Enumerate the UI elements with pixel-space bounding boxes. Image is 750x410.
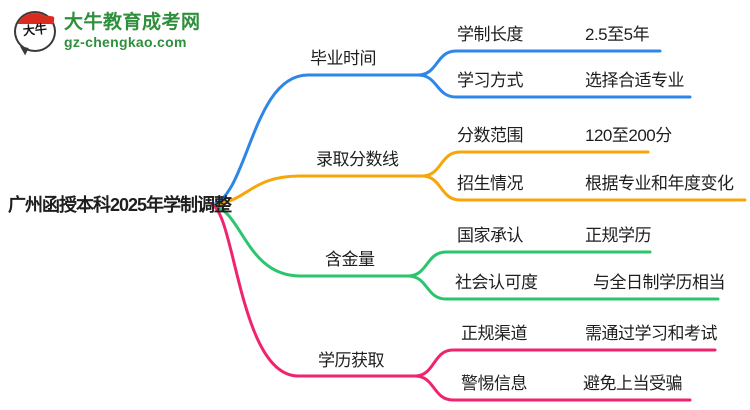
subtopic-value: 正规学历 (585, 226, 652, 245)
central-topic: 广州函授本科2025年学制调整 (8, 195, 232, 215)
subtopic-key: 警惕信息 (461, 374, 528, 393)
logo-badge-text: 大牛 (22, 21, 48, 39)
branch-lines-admission-score (210, 150, 747, 207)
subtopic-value: 与全日制学历相当 (593, 273, 726, 292)
subtopic-value: 120至200分 (585, 126, 672, 145)
subtopic-value: 根据专业和年度变化 (585, 174, 734, 193)
subtopic-value: 选择合适专业 (585, 71, 685, 90)
subtopic-value: 避免上当受骗 (583, 374, 683, 393)
branch-lines-graduation-time (210, 49, 692, 207)
subtopic-key: 学制长度 (457, 25, 524, 44)
branch-label-graduation-time: 毕业时间 (310, 49, 377, 68)
branch-label-value: 含金量 (325, 250, 375, 269)
branch-label-degree-obtain: 学历获取 (318, 351, 385, 370)
branch-label-admission-score: 录取分数线 (316, 150, 399, 169)
branch-lines-value (210, 203, 720, 301)
branch-lines-degree-obtain (210, 203, 717, 402)
subtopic-key: 社会认可度 (455, 273, 538, 292)
subtopic-key: 正规渠道 (461, 324, 528, 343)
subtopic-key: 学习方式 (457, 71, 524, 90)
subtopic-key: 国家承认 (457, 226, 524, 245)
subtopic-key: 分数范围 (457, 126, 524, 145)
subtopic-key: 招生情况 (457, 174, 524, 193)
logo-red-cap (16, 13, 54, 24)
subtopic-value: 2.5至5年 (585, 25, 650, 44)
logo-bubble-tail (18, 46, 29, 56)
site-url: gz-chengkao.com (64, 33, 187, 50)
logo-bubble-icon: 大牛 (14, 10, 56, 56)
site-name: 大牛教育成考网 (64, 11, 201, 33)
subtopic-value: 需通过学习和考试 (585, 324, 718, 343)
logo-seal-icon (45, 15, 55, 25)
site-logo[interactable]: 大牛 大牛教育成考网 gz-chengkao.com (14, 10, 201, 56)
